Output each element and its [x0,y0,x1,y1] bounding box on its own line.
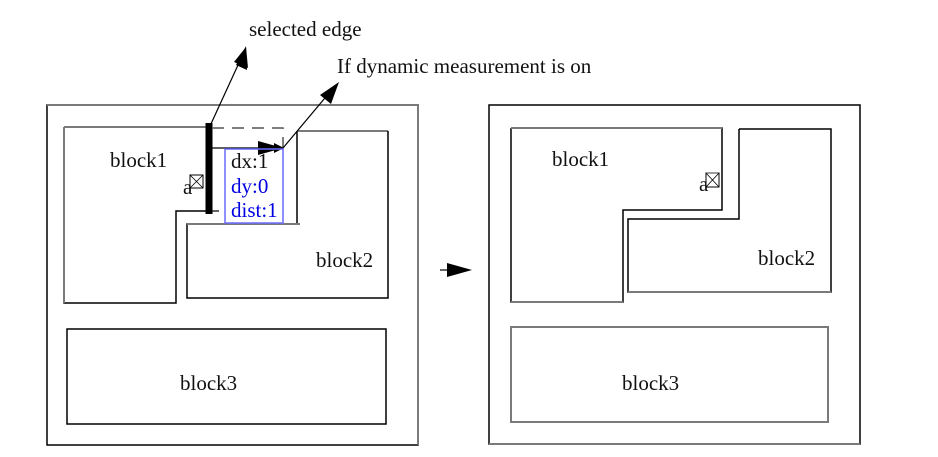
measurement-box [224,148,284,224]
before-block3 [66,328,387,425]
before-pin-label: a [183,175,193,199]
before-block2-outline-rest [186,131,389,299]
pin-marker-icon [705,172,720,188]
before-pin[interactable]: a [183,174,204,199]
ghost-edge-outline [212,127,284,148]
after-block1-label: block1 [552,147,609,171]
transition-arrow [440,263,472,277]
before-block2-label: block2 [316,248,373,272]
before-block3-label: block3 [180,371,237,395]
measurement-dx: dx:1 [231,149,268,173]
measurement-dist: dist:1 [231,198,278,222]
after-block1-outline [510,127,723,303]
after-pin-label: a [699,172,709,196]
dynamic-measurement-arrowhead [320,82,339,104]
after-panel: block1 block2 a block3 [488,104,861,445]
selected-edge-arrowhead [234,47,248,68]
after-block3 [510,326,829,423]
before-panel: dx:1 dy:0 dist:1 block1 block2 a block3 [46,104,419,446]
after-block3-label: block3 [622,371,679,395]
selected-edge-annotation: selected edge [249,17,362,41]
before-block1-label: block1 [110,148,167,172]
after-block2-label: block2 [758,246,815,270]
dynamic-measurement-annotation: If dynamic measurement is on [337,54,592,78]
after-pin[interactable]: a [699,172,720,196]
pin-marker-icon [189,174,204,189]
measurement-dy: dy:0 [231,174,268,198]
